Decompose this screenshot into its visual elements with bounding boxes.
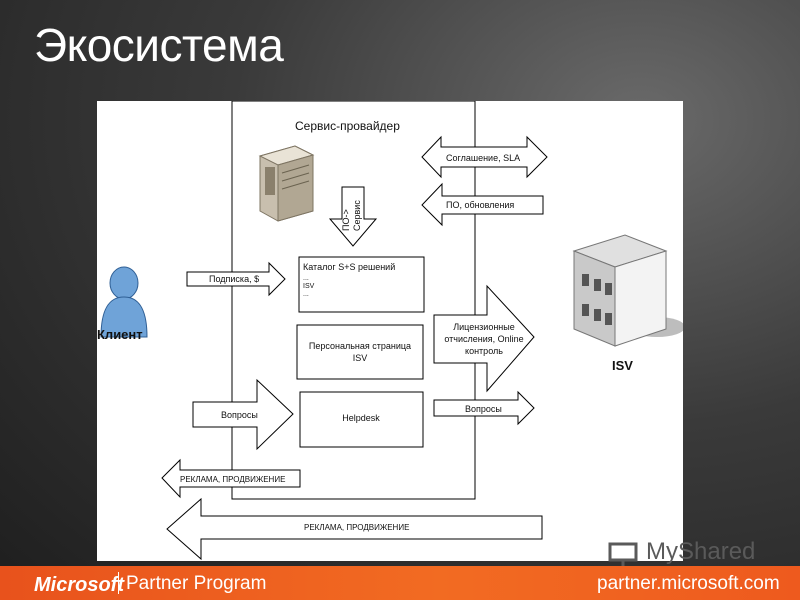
- svg-text:РЕКЛАМА, ПРОДВИЖЕНИЕ: РЕКЛАМА, ПРОДВИЖЕНИЕ: [304, 523, 409, 532]
- svg-text:ISV: ISV: [353, 353, 368, 363]
- svg-text:Вопросы: Вопросы: [221, 410, 258, 420]
- svg-text:Лицензионные: Лицензионные: [453, 322, 515, 332]
- watermark-icon: [608, 542, 638, 566]
- provider-title: Сервис-провайдер: [295, 119, 400, 133]
- svg-text:...: ...: [303, 291, 309, 298]
- svg-text:...: ...: [303, 275, 309, 282]
- client-label: Клиент: [97, 327, 143, 342]
- watermark: MyShared: [646, 538, 756, 565]
- client-person-icon: [100, 266, 148, 338]
- ad-long-arrow: РЕКЛАМА, ПРОДВИЖЕНИЕ: [166, 497, 543, 561]
- microsoft-logo: Microsoft: [34, 574, 124, 596]
- svg-text:Helpdesk: Helpdesk: [342, 413, 380, 423]
- svg-text:РЕКЛАМА, ПРОДВИЖЕНИЕ: РЕКЛАМА, ПРОДВИЖЕНИЕ: [180, 475, 285, 484]
- partner-program-label: Partner Program: [126, 573, 267, 594]
- svg-text:Подписка, $: Подписка, $: [209, 274, 259, 284]
- catalog-title: Каталог S+S решений: [303, 262, 395, 272]
- personal-page-box: [296, 324, 424, 380]
- footer-site-link[interactable]: partner.microsoft.com: [597, 573, 780, 594]
- footer-bar: [0, 566, 800, 600]
- svg-text:Соглашение, SLA: Соглашение, SLA: [446, 153, 520, 163]
- questions-left-arrow: Вопросы: [192, 378, 294, 451]
- footer-divider: [118, 572, 119, 594]
- software-updates-arrow: ПО, обновления: [421, 182, 544, 227]
- agreement-arrow: Соглашение, SLA: [421, 135, 548, 179]
- questions-right-arrow: Вопросы: [433, 390, 535, 426]
- catalog-box: [298, 256, 425, 313]
- ecosystem-diagram: Сервис-провайдер Соглашение, SLA ПО, обн…: [97, 101, 683, 561]
- slide-title: Экосистема: [34, 19, 284, 71]
- svg-text:Сервис: Сервис: [352, 200, 362, 231]
- svg-text:контроль: контроль: [465, 346, 503, 356]
- svg-text:ПО, обновления: ПО, обновления: [446, 200, 514, 210]
- licensing-arrow: Лицензионные отчисления, Online контроль: [433, 284, 535, 393]
- svg-text:ISV: ISV: [303, 283, 315, 290]
- helpdesk-box: [299, 391, 424, 448]
- svg-text:отчисления, Online: отчисления, Online: [444, 334, 523, 344]
- software-to-service-arrow: ПО-> Сервис: [328, 186, 378, 247]
- isv-building-icon: [572, 234, 683, 347]
- svg-text:Персональная страница: Персональная страница: [309, 341, 411, 351]
- svg-text:ПО->: ПО->: [341, 209, 351, 231]
- server-icon: [258, 145, 315, 222]
- svg-text:Вопросы: Вопросы: [465, 404, 502, 414]
- subscription-arrow: Подписка, $: [186, 261, 286, 297]
- diagram-panel: Сервис-провайдер Соглашение, SLA ПО, обн…: [97, 101, 683, 561]
- ad-short-arrow: РЕКЛАМА, ПРОДВИЖЕНИЕ: [161, 458, 301, 499]
- isv-label: ISV: [612, 358, 633, 373]
